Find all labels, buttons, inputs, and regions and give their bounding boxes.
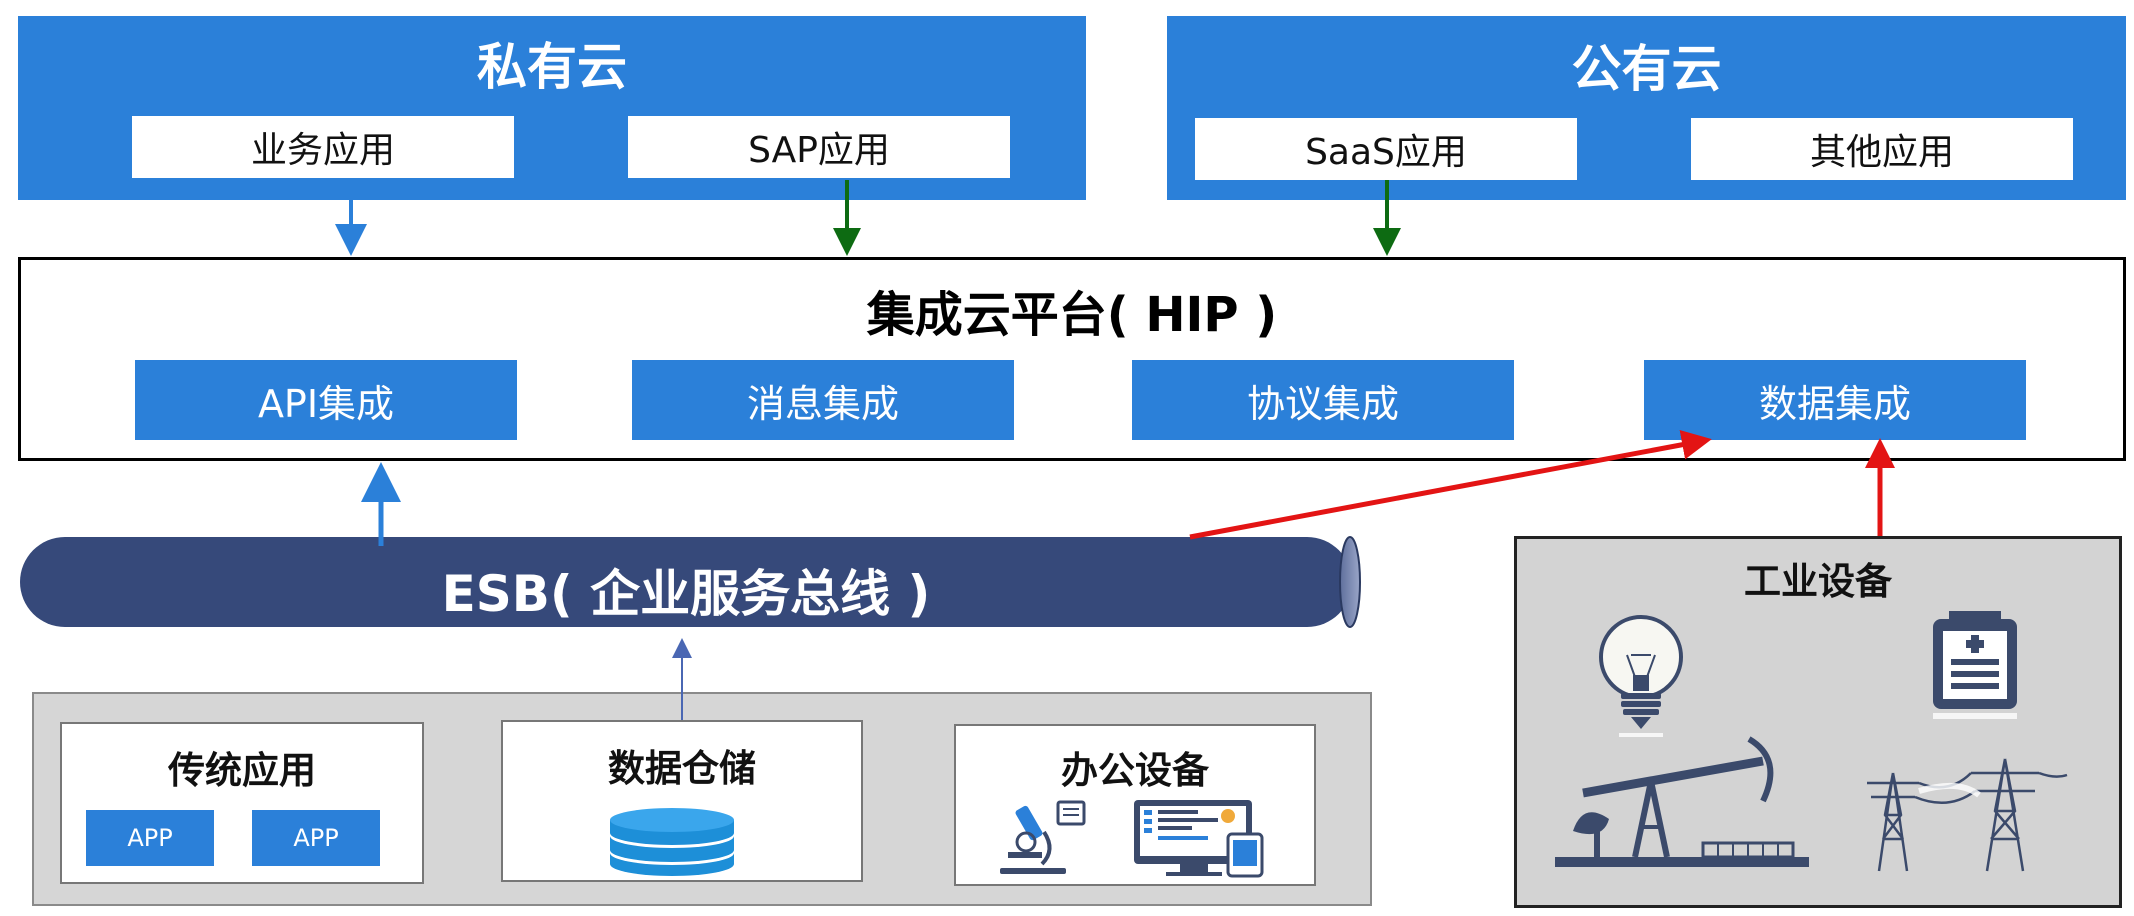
message-integration-module: 消息集成 (632, 360, 1014, 440)
computer-tablet-icon (1134, 800, 1264, 878)
oil-pump-icon (1555, 736, 1809, 867)
legacy-apps-box: 传统应用 APP APP (60, 722, 424, 884)
sap-app-box: SAP应用 (628, 116, 1010, 178)
other-app-box: 其他应用 (1691, 118, 2073, 180)
public-cloud-title: 公有云 (1571, 40, 1722, 98)
app-box: APP (86, 810, 214, 866)
private-cloud-title: 私有云 (477, 38, 627, 96)
api-integration-module: API集成 (135, 360, 517, 440)
protocol-integration-module: 协议集成 (1132, 360, 1514, 440)
microscope-icon (1000, 800, 1086, 874)
light-bulb-icon (1599, 615, 1683, 737)
hip-title: 集成云平台( HIP ) (866, 287, 1278, 343)
power-tower-icon (1867, 758, 2068, 872)
esb-label: ESB( 企业服务总线 ) (441, 565, 931, 623)
business-app-box: 业务应用 (132, 116, 514, 178)
data-warehouse-box: 数据仓储 (501, 720, 863, 882)
data-integration-module: 数据集成 (1644, 360, 2026, 440)
office-equipment-title: 办公设备 (1061, 749, 1209, 792)
industrial-equipment-title: 工业设备 (1744, 560, 1892, 603)
hip-platform-panel: 集成云平台( HIP ) API集成 消息集成 协议集成 数据集成 (18, 257, 2126, 461)
public-cloud-panel: 公有云 SaaS应用 其他应用 (1167, 16, 2126, 200)
database-icon (610, 808, 734, 876)
private-cloud-panel: 私有云 业务应用 SAP应用 (18, 16, 1086, 200)
battery-icon (1933, 611, 2017, 719)
legacy-apps-title: 传统应用 (168, 749, 316, 792)
saas-app-box: SaaS应用 (1195, 118, 1577, 180)
data-warehouse-title: 数据仓储 (608, 747, 756, 790)
office-equipment-box: 办公设备 (954, 724, 1316, 886)
industrial-equipment-panel: 工业设备 (1514, 536, 2122, 908)
app-box: APP (252, 810, 380, 866)
